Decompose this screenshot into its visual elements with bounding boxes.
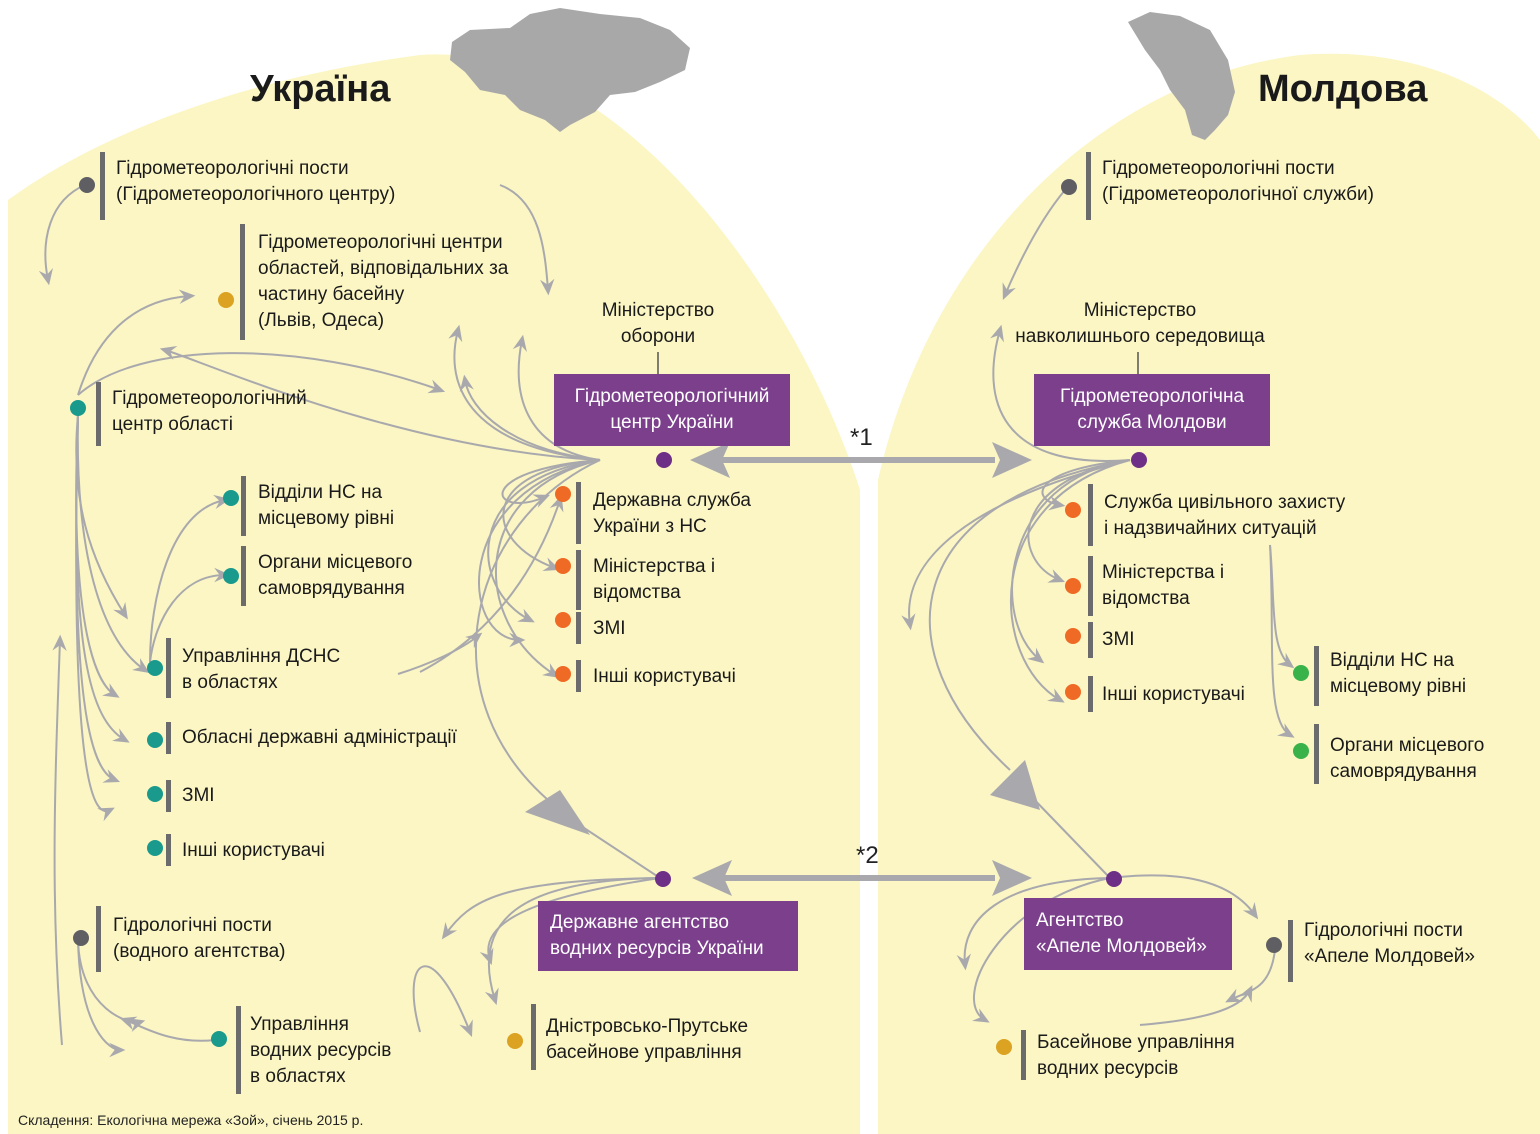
label-bar — [240, 224, 245, 340]
label-bar — [166, 834, 171, 866]
label-bar — [1088, 556, 1093, 616]
label-bar — [1088, 484, 1093, 546]
ua-hydro-posts-label: Гідрологічні пости (водного агентства) — [113, 915, 286, 962]
orange-dot — [1065, 628, 1081, 644]
label-bar — [241, 546, 246, 606]
label-bar — [531, 1004, 536, 1070]
double-arrow-1 — [690, 442, 1032, 478]
gold-dot — [218, 292, 234, 308]
label-bar — [166, 780, 171, 812]
md-media-label: ЗМІ — [1102, 629, 1135, 650]
label-bar — [1088, 676, 1093, 712]
label-bar — [100, 152, 105, 220]
label-bar — [236, 1006, 241, 1094]
funnel-arrow-moldova — [928, 459, 1131, 771]
orange-dot — [555, 666, 571, 682]
moldova-region — [878, 53, 1540, 1134]
label-bar — [166, 638, 171, 698]
orange-dot — [555, 486, 571, 502]
green-dot — [1293, 743, 1309, 759]
md-local-gov-label: Органи місцевого самоврядування — [1330, 735, 1485, 782]
md-other-users-label: Інші користувачі — [1102, 684, 1245, 705]
ua-oblast-center-label: Гідрометеорологічний центр області — [112, 388, 307, 435]
purple-dot — [1131, 452, 1147, 468]
moldova-title: Молдова — [1258, 68, 1428, 110]
ua-water-agency-box: Державне агентство водних ресурсів Украї… — [538, 901, 798, 971]
gold-dot — [996, 1039, 1012, 1055]
label-bar — [1088, 622, 1093, 658]
label-bar — [576, 482, 581, 544]
teal-dot — [147, 840, 163, 856]
label-bar — [166, 722, 171, 754]
ua-other-users-teal-label: Інші користувачі — [182, 840, 325, 861]
teal-dot — [211, 1031, 227, 1047]
orange-dot — [555, 612, 571, 628]
ua-basin-mgmt-label: Дністровсько-Прутське басейнове управлін… — [546, 1016, 749, 1063]
label-bar — [1314, 646, 1319, 706]
label-bar — [576, 660, 581, 692]
ua-ministry-label: Міністерство оборони — [601, 300, 715, 347]
orange-dot — [1065, 502, 1081, 518]
ua-local-gov-label: Органи місцевого самоврядування — [258, 552, 413, 599]
purple-dot — [1106, 871, 1122, 887]
ua-main-hydromet-center-box: Гідрометеорологічний центр України — [554, 374, 790, 446]
md-hydromet-service-box: Гідрометеорологічна служба Молдови — [1034, 374, 1270, 446]
ukraine-title: Україна — [250, 68, 391, 110]
label-bar — [96, 906, 101, 972]
double-arrow-2 — [692, 860, 1032, 896]
md-ministries-label: Міністерства і відомства — [1102, 562, 1225, 609]
gray-dot — [79, 177, 95, 193]
ua-oblast-admin-label: Обласні державні адміністрації — [182, 727, 457, 748]
label-bar — [1086, 152, 1091, 220]
label-bar — [576, 550, 581, 610]
ua-regional-centers-label: Гідрометеорологічні центри областей, від… — [258, 232, 509, 331]
moldova-map-shape — [1128, 12, 1235, 140]
gray-dot — [1266, 937, 1282, 953]
gray-dot — [73, 930, 89, 946]
label-bar — [576, 612, 581, 644]
orange-dot — [555, 558, 571, 574]
link-star-2: *2 — [856, 842, 879, 869]
label-bar — [1314, 724, 1319, 784]
teal-dot — [147, 732, 163, 748]
label-bar — [241, 476, 246, 536]
link-star-1: *1 — [850, 424, 873, 451]
ukraine-region — [8, 54, 860, 1134]
md-es-departments-label: Відділи НС на місцевому рівні — [1330, 650, 1467, 697]
source-note: Складення: Екологічна мережа «Зой», січе… — [18, 1112, 364, 1128]
ua-water-mgmt-label: Управління водних ресурсів в областях — [250, 1014, 392, 1087]
purple-dot — [656, 452, 672, 468]
md-hydromet-posts-label: Гідрометеорологічні пости (Гідрометеорол… — [1102, 158, 1374, 205]
green-dot — [1293, 665, 1309, 681]
ua-state-service-label: Державна служба України з НС — [593, 490, 751, 537]
md-civil-protection-label: Служба цивільного захисту і надзвичайних… — [1104, 492, 1346, 539]
teal-dot — [147, 786, 163, 802]
ua-dsns-label: Управління ДСНС в областях — [182, 646, 341, 693]
teal-dot — [70, 400, 86, 416]
label-bar — [96, 382, 101, 446]
teal-dot — [223, 490, 239, 506]
orange-dot — [1065, 578, 1081, 594]
ua-hydromet-posts-label: Гідрометеорологічні пости (Гідрометеорол… — [116, 158, 396, 205]
ua-media-orange-label: ЗМІ — [593, 618, 626, 639]
orange-dot — [1065, 684, 1081, 700]
label-bar — [1021, 1030, 1026, 1080]
ua-media-teal-label: ЗМІ — [182, 785, 215, 806]
purple-dot — [655, 871, 671, 887]
label-bar — [1288, 920, 1293, 982]
teal-dot — [147, 660, 163, 676]
gold-dot — [507, 1033, 523, 1049]
md-agency-box: Агентство «Апеле Молдовей» — [1024, 898, 1232, 970]
ua-other-users-orange-label: Інші користувачі — [593, 666, 736, 687]
md-basin-mgmt-label: Басейнове управління водних ресурсів — [1037, 1032, 1235, 1079]
ukraine-map-shape — [450, 8, 690, 132]
md-ministry-label: Міністерство навколишнього середовища — [1015, 300, 1265, 347]
ua-ministries-label: Міністерства і відомства — [593, 556, 716, 603]
gray-dot — [1061, 179, 1077, 195]
md-hydro-posts-label: Гідрологічні пости «Апеле Молдовей» — [1304, 920, 1475, 967]
teal-dot — [223, 568, 239, 584]
ua-es-departments-label: Відділи НС на місцевому рівні — [258, 482, 395, 529]
funnel-arrow-ukraine — [475, 459, 601, 811]
